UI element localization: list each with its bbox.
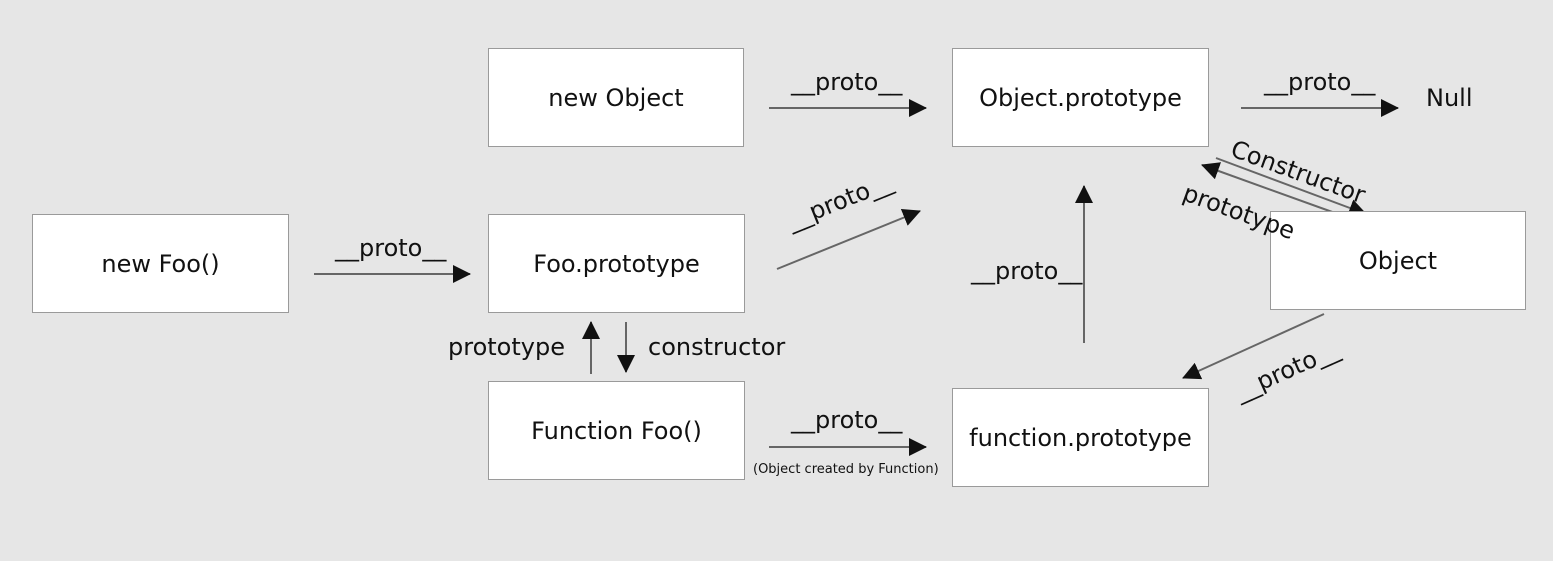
edge-label-object-prototype-proto: __proto__ [1264,68,1376,96]
node-new-object: new Object [488,48,744,147]
arrow-object-to-function-prototype [1182,313,1325,380]
node-new-foo: new Foo() [32,214,289,313]
edge-label-function-foo-proto: __proto__ [791,406,903,434]
edge-label-new-object-proto: __proto__ [791,68,903,96]
edge-label-constructor-left: constructor [648,333,786,361]
node-object: Object [1270,211,1526,310]
node-null: Null [1426,84,1473,112]
edge-label-prototype-left: prototype [448,333,565,361]
edge-label-function-prototype-proto: __proto__ [971,257,1083,285]
arrow-foo-prototype-to-object-prototype [776,209,921,270]
arrow-object-prototype-to-object-constructor [1215,157,1367,217]
node-function-prototype: function.prototype [952,388,1209,487]
node-foo-prototype: Foo.prototype [488,214,745,313]
arrow-object-to-object-prototype [1201,162,1350,219]
node-object-prototype: Object.prototype [952,48,1209,147]
node-function-foo: Function Foo() [488,381,745,480]
edge-label-new-foo-proto: __proto__ [335,234,447,262]
edge-note-object-created-by-function: (Object created by Function) [753,462,939,477]
